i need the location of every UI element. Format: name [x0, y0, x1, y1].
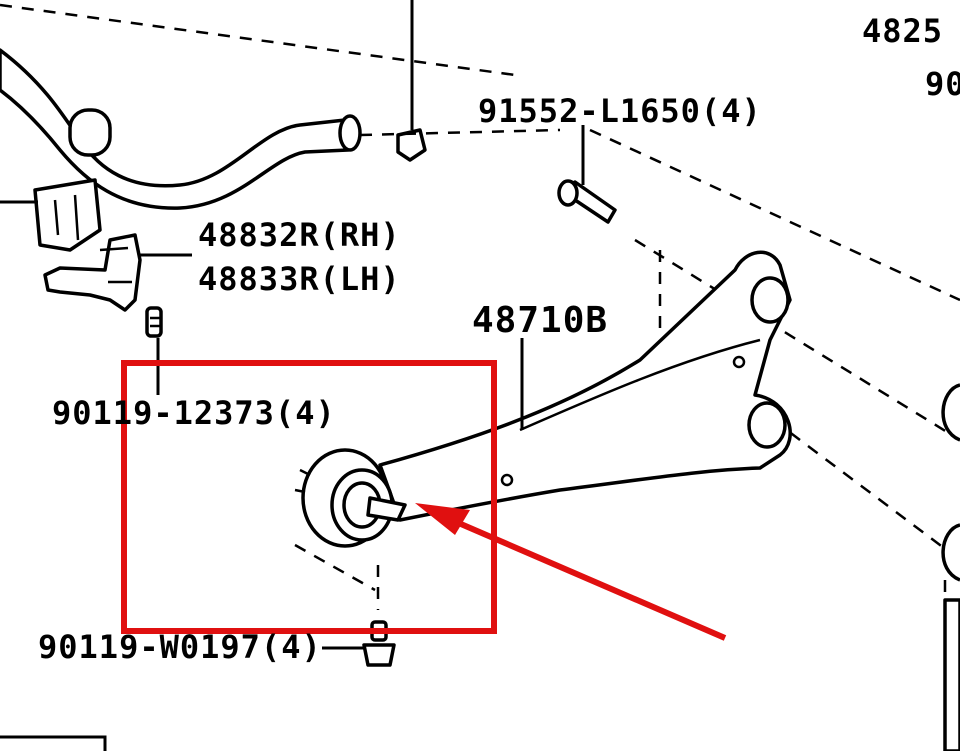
rear-lower-arm [294, 250, 792, 548]
right-edge-parts [941, 383, 960, 751]
label-48833r-lh: 48833R(LH) [198, 260, 401, 298]
label-48832r-rh: 48832R(RH) [198, 216, 401, 254]
stabilizer-bar [0, 48, 362, 210]
bolt-91552-l1650 [557, 125, 617, 224]
label-4825-partial: 4825 [862, 12, 943, 50]
stabilizer-bracket [43, 233, 192, 312]
label-90-partial: 90 [925, 65, 960, 103]
bolt-90119-12373 [145, 306, 163, 395]
highlight-box [121, 360, 497, 634]
bolt-90119-w0197 [322, 620, 396, 667]
label-48710b: 48710B [472, 300, 608, 341]
stabilizer-bushing [0, 178, 102, 252]
label-90119-w0197: 90119-W0197(4) [38, 628, 322, 666]
bottom-left-box [0, 735, 107, 751]
label-90119-12373: 90119-12373(4) [52, 394, 336, 432]
label-91552-l1650: 91552-L1650(4) [478, 92, 762, 130]
highlight-arrow [415, 503, 727, 641]
stabilizer-link-nut [396, 0, 427, 162]
